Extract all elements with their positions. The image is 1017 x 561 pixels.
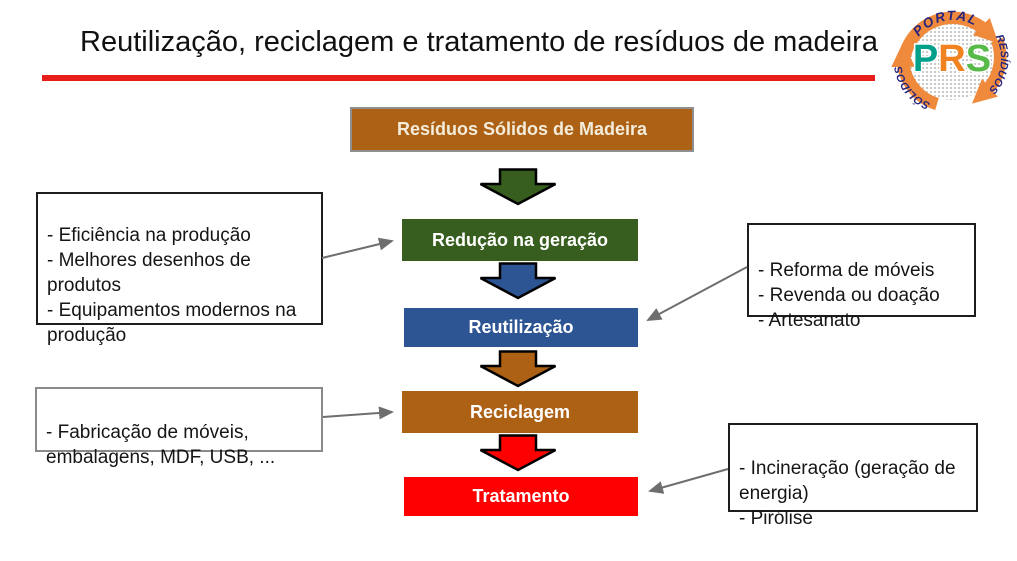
note-reducao-na-geracao: - Eficiência na produção - Melhores dese… [36,192,323,346]
flow-box-reciclagem: Reciclagem [402,391,638,433]
connector-to-reciclagem [322,406,394,420]
flow-box-tratamento: Tratamento [404,477,638,516]
flow-box-label: Reciclagem [469,401,571,422]
flow-box-reducao-na-geracao: Redução na geração [402,219,638,261]
recycle-arrow-right [972,37,1007,104]
note-reutilizacao: - Reforma de móveis - Revenda ou doação … [747,223,976,331]
connector-to-reutilizacao [646,266,748,321]
prs-logo: PORTAL RESÍDUOS SÓLIDOS PRS [891,8,1011,111]
down-block-arrow-brown [479,350,557,388]
down-block-arrow-green [479,168,557,206]
note-text: - Fabricação de móveis, embalagens, MDF,… [46,422,276,468]
flow-box-label: Tratamento [472,486,570,506]
flow-box-residuos-solidos-de-madeira: Resíduos Sólidos de Madeira [350,107,694,152]
note-text: - Incineração (geração de energia) - Pir… [739,458,956,529]
note-tratamento: - Incineração (geração de energia) - Pir… [728,423,978,529]
down-block-arrow-red [479,434,557,472]
note-text: - Eficiência na produção - Melhores dese… [47,225,297,346]
connector-to-tratamento [648,468,729,494]
note-reciclagem: - Fabricação de móveis, embalagens, MDF,… [35,387,323,468]
logo-letter-r: R [938,38,965,80]
logo-letter-p: P [913,38,938,80]
connector-to-reducao [321,237,394,259]
down-block-arrow-blue [479,262,557,300]
flow-box-label: Resíduos Sólidos de Madeira [396,119,648,139]
flow-box-reutilizacao: Reutilização [404,308,638,347]
logo-prs-monogram: PRS [913,38,991,80]
flow-box-label: Redução na geração [431,229,609,250]
logo-recycle-arrows [891,11,1007,110]
logo-letter-s: S [966,38,991,80]
recycle-arrow-left [891,43,940,110]
flow-box-label: Reutilização [468,317,574,337]
title-underline [42,75,875,81]
note-text: - Reforma de móveis - Revenda ou doação … [758,260,940,331]
page-title: Reutilização, reciclagem e tratamento de… [80,26,878,58]
